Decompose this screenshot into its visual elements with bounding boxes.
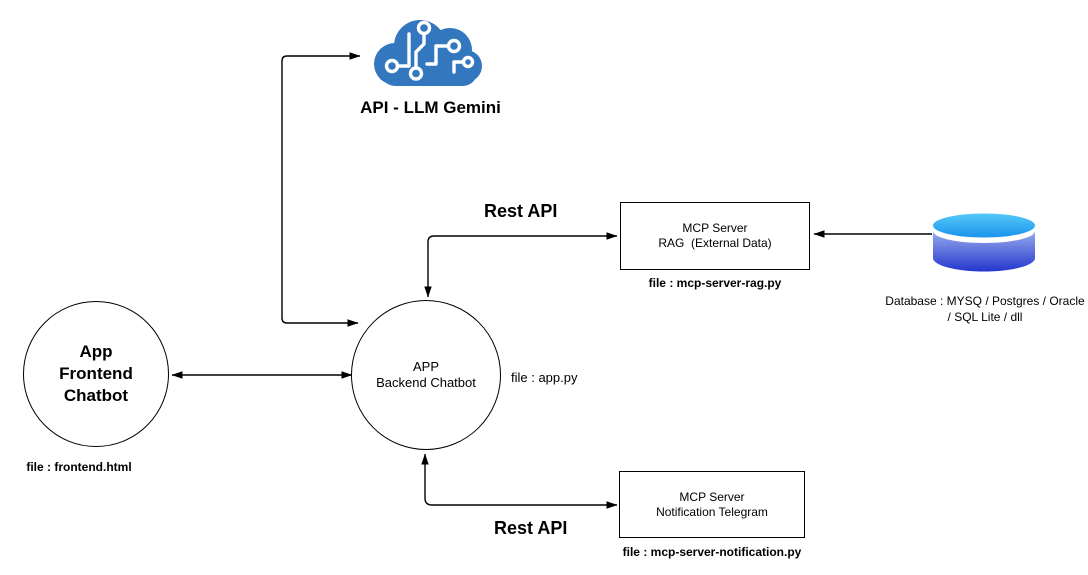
ai-brain-cloud-icon [374,20,482,86]
backend-label-line1: APP [412,359,439,374]
notification-label-line2: Notification Telegram [656,504,768,519]
rag-label-line2: RAG (External Data) [658,236,772,250]
edge-backend-rag-arrow [424,232,618,298]
node-app-backend-chatbot: APP Backend Chatbot [351,300,501,450]
notification-file-label: file : mcp-server-notification.py [622,545,802,559]
rag-file-label: file : mcp-server-rag.py [648,276,782,290]
node-app-frontend-chatbot: App Frontend Chatbot [23,301,169,447]
edge-backend-gemini-arrow [281,52,361,327]
rag-label-line1: MCP Server [682,221,748,235]
frontend-label-line3: Chatbot [63,386,129,405]
database-cylinder-icon [933,213,1035,272]
edge-label-rest-api-top: Rest API [484,201,558,221]
backend-file-label: file : app.py [511,370,578,385]
gemini-label: API - LLM Gemini [360,98,501,117]
edge-label-rest-api-bottom: Rest API [494,518,568,538]
notification-label-line1: MCP Server [679,489,745,504]
node-mcp-server-rag: MCP Server RAG (External Data) [620,202,810,270]
database-label-line2: / SQL Lite / dll [947,309,1023,324]
frontend-label-line2: Frontend [59,364,133,383]
database-label-line1: Database : MYSQ / Postgres / Oracle [885,294,1085,308]
frontend-file-label: file : frontend.html [26,460,132,474]
frontend-label-line1: App [79,342,113,361]
edge-backend-notification-arrow [421,453,618,509]
database-label: Database : MYSQ / Postgres / Oracle / SQ… [876,294,1088,325]
node-mcp-server-notification: MCP Server Notification Telegram [619,471,805,538]
backend-label-line2: Backend Chatbot [376,375,476,390]
